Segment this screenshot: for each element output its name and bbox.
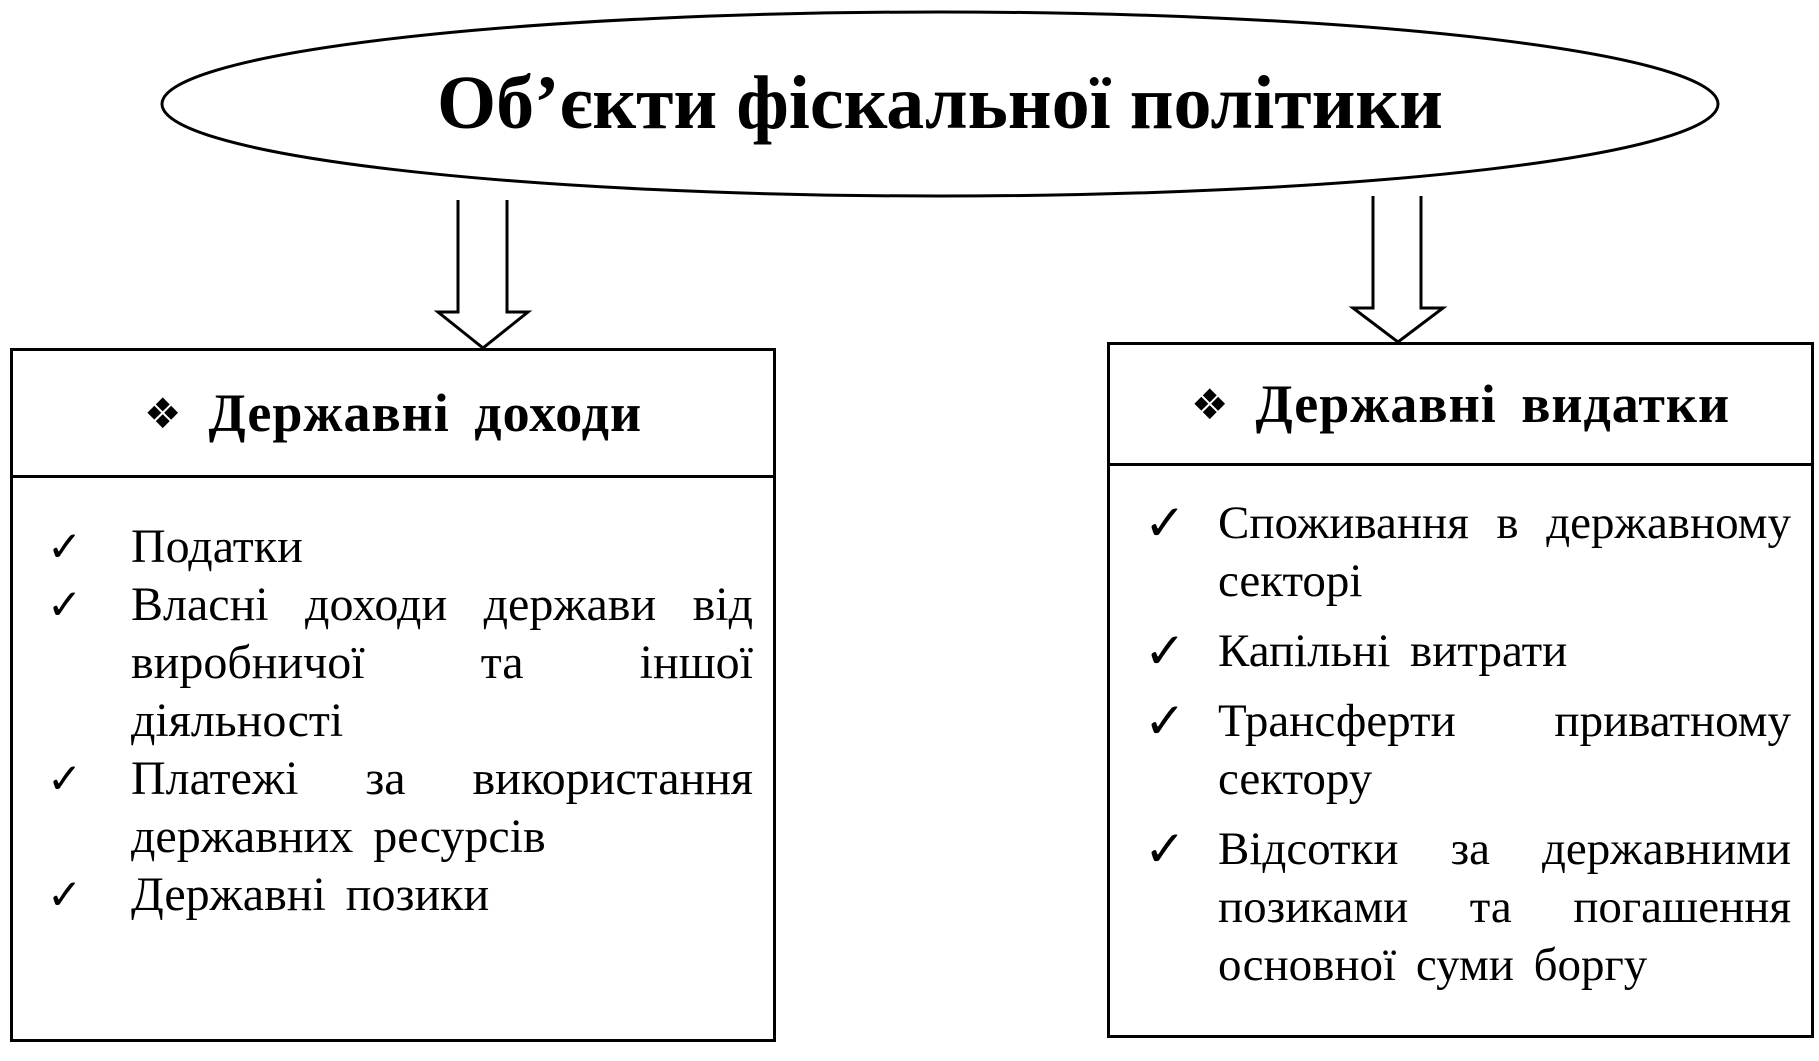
revenues-list: ✓ Податки ✓ Власні доходи держави від ви… [13, 478, 773, 924]
expenditures-heading-text: Державні видатки [1255, 374, 1731, 434]
revenues-heading: ❖ Державні доходи [13, 351, 773, 478]
revenues-heading-text: Державні доходи [208, 383, 643, 443]
revenues-box: ❖ Державні доходи ✓ Податки ✓ Власні дох… [10, 348, 776, 1042]
list-item-text: Державні позики [131, 868, 490, 921]
diagram-title: Об’єкти фіскальної політики [437, 61, 1443, 145]
list-item: ✓ Державні позики [47, 866, 753, 924]
expenditures-box: ❖ Державні видатки ✓ Споживання в держав… [1107, 342, 1814, 1038]
checkmark-icon: ✓ [47, 870, 83, 919]
list-item-text: Податки [131, 520, 303, 573]
list-item: ✓ Відсотки за державними позиками та пог… [1144, 820, 1791, 994]
checkmark-icon: ✓ [47, 580, 83, 629]
list-item: ✓ Власні доходи держави від виробничої т… [47, 576, 753, 750]
list-item-text: Відсотки за державними позиками та погаш… [1218, 823, 1791, 991]
arrow-to-expenditures [1348, 196, 1448, 344]
list-item: ✓ Платежі за використання державних ресу… [47, 750, 753, 866]
list-item-text: Трансферти приватному сектору [1218, 695, 1791, 805]
diamond-bullet-icon: ❖ [1190, 379, 1230, 429]
checkmark-icon: ✓ [1144, 494, 1186, 552]
list-item: ✓ Податки [47, 518, 753, 576]
list-item-text: Власні доходи держави від виробничої та … [131, 578, 753, 747]
list-item-text: Платежі за використання державних ресурс… [131, 752, 753, 863]
list-item: ✓ Капільні витрати [1144, 622, 1791, 680]
list-item-text: Капільні витрати [1218, 625, 1568, 677]
checkmark-icon: ✓ [1144, 622, 1186, 680]
list-item: ✓ Споживання в державному секторі [1144, 494, 1791, 610]
arrow-to-revenues [433, 200, 533, 350]
title-ellipse [160, 10, 1720, 198]
expenditures-list: ✓ Споживання в державному секторі ✓ Капі… [1110, 466, 1811, 994]
expenditures-heading: ❖ Державні видатки [1110, 345, 1811, 466]
checkmark-icon: ✓ [47, 522, 83, 571]
checkmark-icon: ✓ [1144, 692, 1186, 750]
checkmark-icon: ✓ [47, 754, 83, 803]
diamond-bullet-icon: ❖ [143, 388, 183, 438]
list-item-text: Споживання в державному секторі [1218, 497, 1791, 607]
list-item: ✓ Трансферти приватному сектору [1144, 692, 1791, 808]
checkmark-icon: ✓ [1144, 820, 1186, 878]
